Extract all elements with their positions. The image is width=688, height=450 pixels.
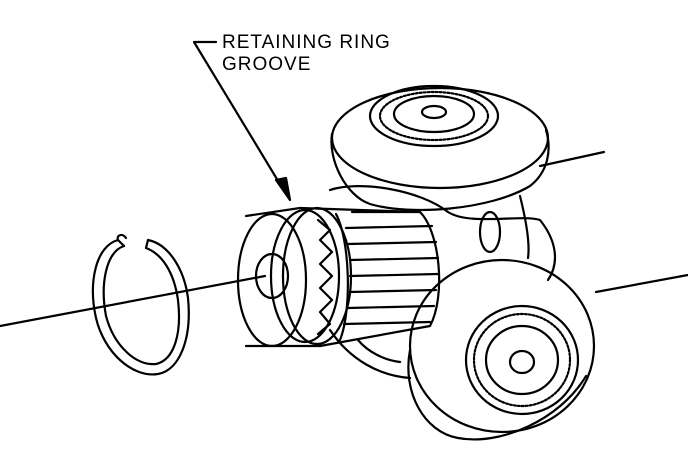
bottom-bearing-cap [407, 258, 596, 441]
yoke-body [328, 185, 556, 380]
callout-line-2: GROOVE [222, 54, 312, 75]
center-axis-line [0, 150, 688, 328]
callout-label: RETAINING RING GROOVE [222, 32, 391, 76]
splined-bearing-cup [236, 206, 441, 348]
callout-leader-arrow [192, 40, 292, 202]
callout-line-1: RETAINING RING [222, 32, 391, 53]
snap-ring [91, 233, 190, 376]
top-bearing-cap [330, 84, 550, 212]
